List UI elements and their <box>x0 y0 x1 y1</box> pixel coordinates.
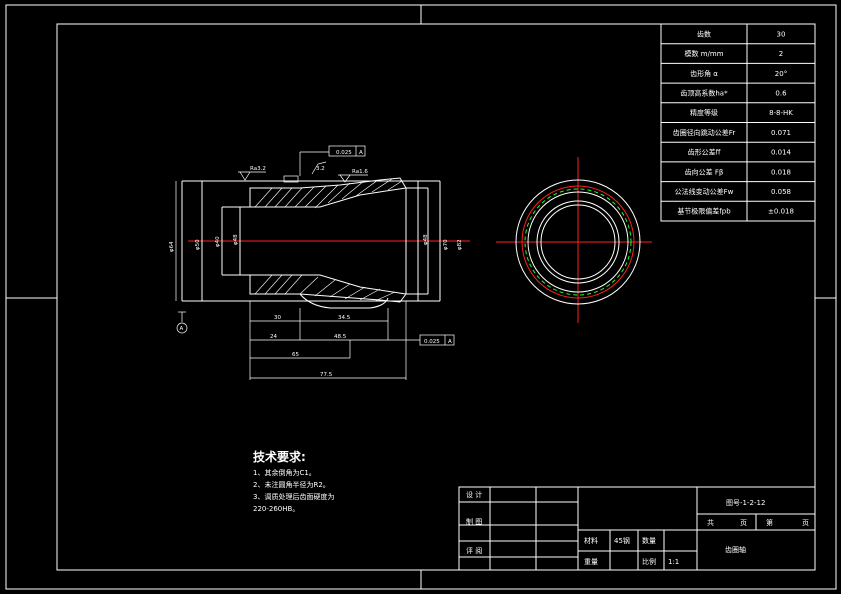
roughness-top: 3.2 <box>316 166 325 172</box>
tb-pages: 页 <box>740 519 747 527</box>
tb-weight-label: 重量 <box>584 558 598 566</box>
params-table: 齿数 30 模数 m/mm 2 齿形角 α 20° 齿顶高系数ha* 0.6 精度等级 8-8-H… <box>660 23 816 222</box>
tech-req-title: 技术要求: <box>253 449 306 464</box>
param-label: 齿向公差 Fβ <box>685 167 724 176</box>
dim-phi-4: φ48 <box>423 234 429 245</box>
tech-req-1: 1、其余倒角为C1。 <box>253 468 316 477</box>
tb-part-name: 齿圈轴 <box>725 545 746 554</box>
runout-datum-bottom: A <box>448 339 452 345</box>
datum-symbol: A <box>176 311 188 334</box>
dim-phi-outer: φ64 <box>169 241 175 252</box>
param-value: 0.6 <box>775 89 787 97</box>
tb-scale-label: 比例 <box>642 557 656 566</box>
param-value: 8-8-HK <box>769 109 793 117</box>
diameter-dims: φ64 φ50 φ40 φ48 φ48 φ70 φ82 <box>169 181 463 301</box>
param-value: 0.071 <box>771 129 791 137</box>
dim-34-5: 34.5 <box>338 315 351 321</box>
param-value: 0.014 <box>771 149 792 157</box>
datum-letter: A <box>180 326 184 332</box>
param-value: 2 <box>779 50 783 58</box>
param-label: 齿形角 α <box>690 69 718 78</box>
tech-requirements: 技术要求: 1、其余倒角为C1。 2、未注圆角半径为R2。 3、调质处理后齿面硬… <box>253 449 334 513</box>
param-value: 0.058 <box>771 188 791 196</box>
dim-phi-3: φ40 <box>215 236 221 247</box>
param-label: 模数 m/mm <box>684 49 723 58</box>
runout-tol-bottom: 0.025 <box>424 339 440 345</box>
param-label: 齿数 <box>697 29 711 38</box>
param-value: 30 <box>777 30 786 38</box>
tb-review: 评 阅 <box>466 547 482 555</box>
dim-phi-bore: φ48 <box>233 234 239 245</box>
top-annotations: Ra3.2 Ra1.6 0.025 A 3.2 <box>238 145 368 183</box>
tb-scale: 1:1 <box>668 558 679 566</box>
dim-77-5: 77.5 <box>320 372 333 378</box>
runout-datum-top: A <box>359 150 363 156</box>
dim-48-5: 48.5 <box>334 334 347 340</box>
runout-tol-top: 0.025 <box>336 150 352 156</box>
tb-design: 设 计 <box>466 490 482 499</box>
tb-quantity-label: 数量 <box>642 536 656 545</box>
dim-phi-5: φ70 <box>443 239 449 250</box>
tb-drawing-no: 图号-1-2-12 <box>726 499 765 507</box>
tb-sheet: 第 <box>766 518 773 527</box>
dim-phi-6: φ82 <box>457 239 463 250</box>
param-label: 基节极限偏差fpb <box>677 207 731 216</box>
param-label: 齿顶高系数ha* <box>680 88 728 97</box>
tech-req-3: 3、调质处理后齿面硬度为 <box>253 492 334 501</box>
param-value: 20° <box>775 70 787 78</box>
param-value: ±0.018 <box>768 208 794 216</box>
param-label: 齿形公差ff <box>688 148 721 157</box>
tb-total: 共 <box>707 518 714 527</box>
tb-drawing: 制 图 <box>466 517 482 526</box>
dim-phi-2: φ50 <box>195 239 201 250</box>
section-view <box>181 177 470 309</box>
end-view <box>496 157 652 323</box>
tb-sheet-pages: 页 <box>802 519 809 527</box>
dim-65: 65 <box>292 352 299 358</box>
tech-req-4: 220-260HB。 <box>253 505 299 513</box>
roughness-left: Ra3.2 <box>250 166 266 172</box>
drawing-frame <box>56 23 816 571</box>
length-dims: 30 34.5 24 48.5 65 77.5 0.025 A <box>249 301 455 380</box>
param-label: 精度等级 <box>690 108 718 117</box>
param-label: 公法线变动公差Fw <box>675 187 734 196</box>
dim-30: 30 <box>274 315 281 321</box>
tech-req-2: 2、未注圆角半径为R2。 <box>253 480 330 489</box>
roughness-right: Ra1.6 <box>352 169 368 175</box>
param-value: 0.018 <box>771 168 791 176</box>
title-block: 设 计 制 图 评 阅 图号-1-2-12 共 页 第 页 材料 45钢 数量 … <box>458 486 816 571</box>
tb-material-label: 材料 <box>584 536 598 545</box>
param-label: 齿圈径向跳动公差Fr <box>673 128 736 137</box>
dim-24: 24 <box>270 334 277 340</box>
tb-material: 45钢 <box>614 536 630 545</box>
